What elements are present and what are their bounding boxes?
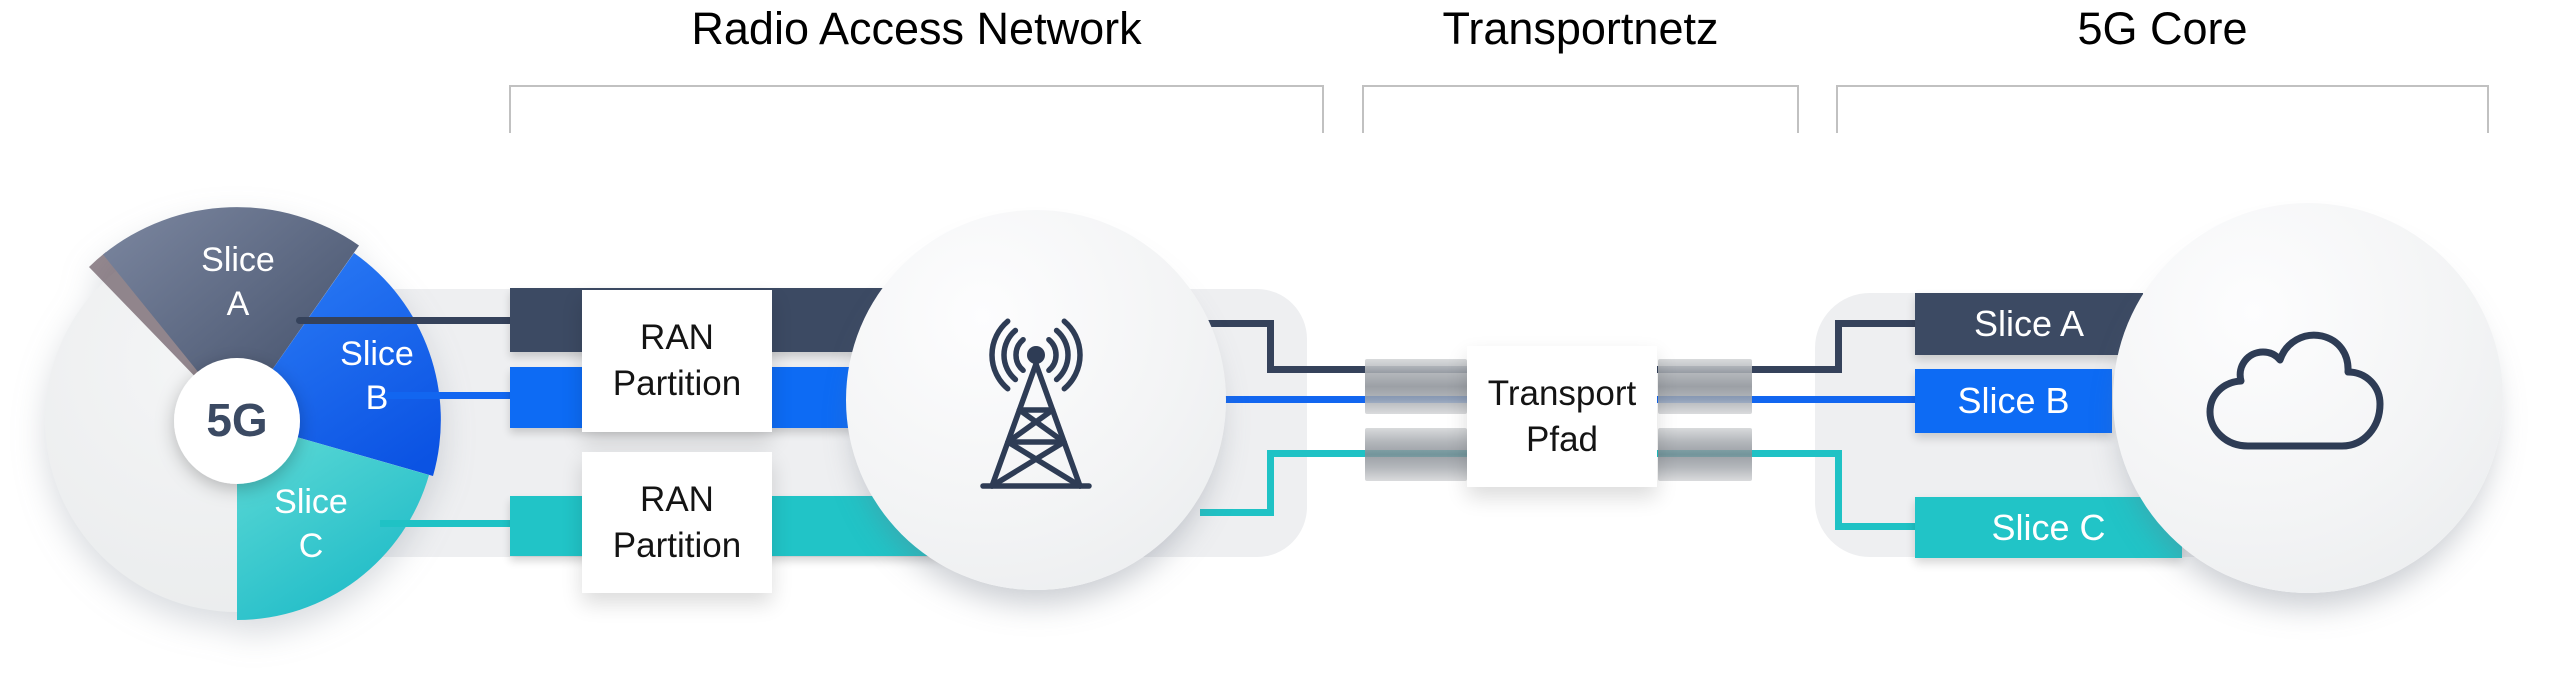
transport-pipe-lower-left [1365,428,1467,481]
slice-a-connector-line [1835,320,1918,327]
transport-pfad-box-line1: Transport [1487,373,1637,413]
bracket-transportnetz [1362,85,1799,133]
ran-partition-box-1-line1: RAN [640,318,714,357]
pie-center-5g-label: 5G [206,394,268,446]
section-title-5g-core: 5G Core [2077,3,2248,54]
section-title-radio-access-network: Radio Access Network [691,3,1142,54]
bracket-radio-access-network [509,85,1324,133]
slice-c-connector-line [1835,523,1918,530]
pie-slice-a [103,207,359,420]
ran-partition-box-1-line2: Partition [612,364,742,403]
slice-a-connector-line [296,317,512,324]
radio-access-node-circle [846,210,1226,590]
core-cloud-circle [2113,203,2503,593]
slice-c-connector-line [1200,509,1274,516]
slice-b-connector-line [370,392,512,399]
pie-slice-a-label: Slice A [201,241,275,323]
pie-slice-c [237,420,429,620]
core-slice-b-bar: Slice B [1915,369,2112,433]
transport-pipe-upper-right [1658,359,1752,414]
pie-slice-b-label: Slice B [340,335,414,417]
ran-partition-box-2: RAN Partition [582,452,772,593]
section-title-transportnetz: Transportnetz [1442,3,1719,54]
ran-partition-box-2-line1: RAN [640,479,714,519]
transport-pfad-box-line2: Pfad [1526,419,1598,459]
core-slice-c-label: Slice C [1991,506,2106,548]
slice-a-connector-step [1835,320,1842,373]
slice-a-connector-line [1200,320,1274,327]
radio-tower-icon [980,318,1092,489]
pie-slice-c-label: Slice C [274,483,348,565]
pie-center-circle [174,358,300,484]
transport-pfad-box: Transport Pfad [1467,346,1657,487]
cloud-icon [2206,331,2384,450]
core-slice-c-bar: Slice C [1915,497,2182,558]
core-slice-a-label: Slice A [1973,303,2085,344]
slice-a-connector-step [1267,320,1274,373]
ran-partition-box-2-line2: Partition [612,525,742,565]
slice-c-connector-line [380,520,512,527]
core-slice-b-label: Slice B [1957,380,2070,421]
transport-pipe-lower-right [1658,428,1752,481]
transport-pipe-upper-left [1365,359,1467,414]
slice-c-connector-step [1267,450,1274,516]
bracket-5g-core [1836,85,2489,133]
5g-pie-chart [45,207,441,620]
slice-c-connector-step [1835,450,1842,530]
ran-partition-box-1: RAN Partition [582,290,772,432]
core-slice-a-bar: Slice A [1915,293,2143,355]
